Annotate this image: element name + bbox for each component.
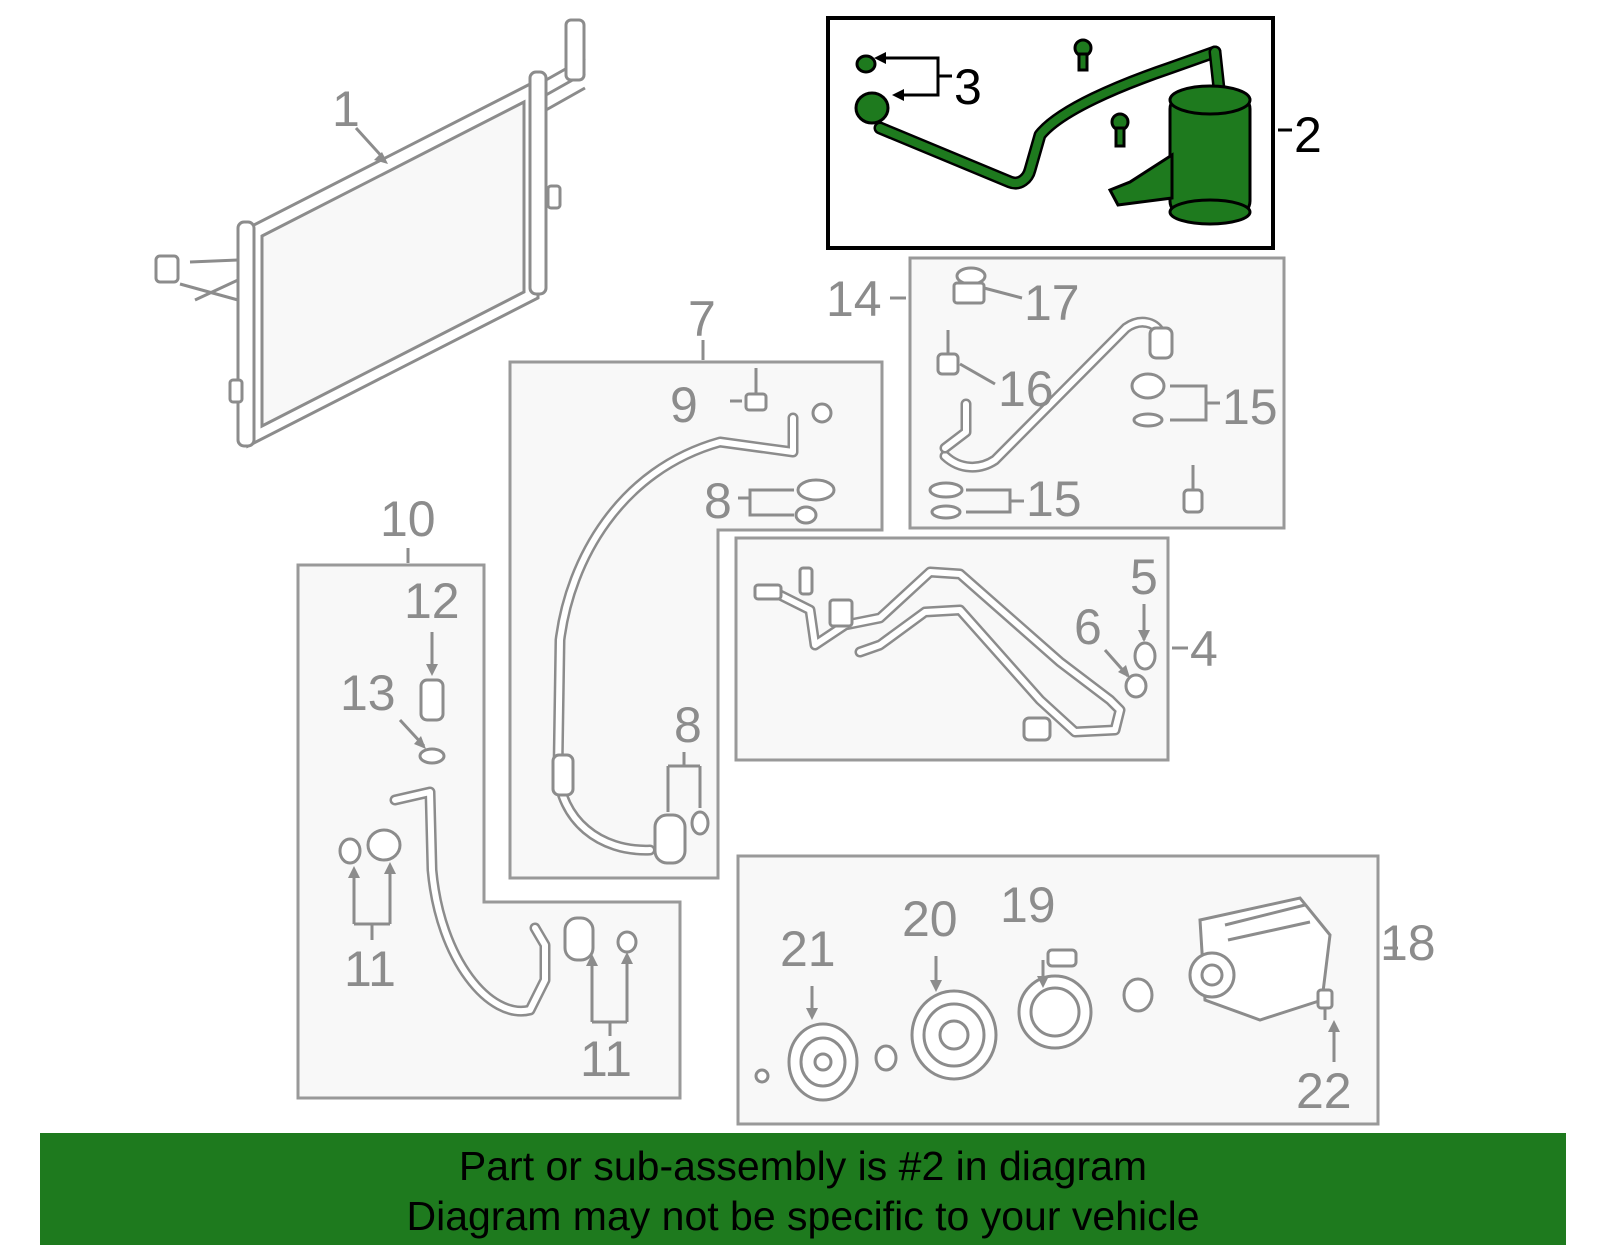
callout-18[interactable]: 18 bbox=[1380, 915, 1436, 971]
callout-11b[interactable]: 11 bbox=[580, 1031, 632, 1087]
callout-1[interactable]: 1 bbox=[332, 81, 360, 137]
box-part-10 bbox=[296, 563, 682, 1100]
callout-12[interactable]: 12 bbox=[404, 573, 460, 629]
part-4-hose-assembly[interactable] bbox=[753, 566, 1157, 742]
callout-19[interactable]: 19 bbox=[1000, 877, 1056, 933]
leader-2 bbox=[874, 52, 1292, 132]
part-10-hose-assembly[interactable] bbox=[338, 678, 638, 1017]
callout-11a[interactable]: 11 bbox=[344, 941, 396, 997]
callout-14[interactable]: 14 bbox=[826, 271, 882, 327]
callout-4[interactable]: 4 bbox=[1190, 621, 1218, 677]
callout-3[interactable]: 3 bbox=[954, 59, 982, 115]
banner-line-2: Diagram may not be specific to your vehi… bbox=[406, 1193, 1200, 1239]
part-2-accumulator-hose[interactable] bbox=[854, 38, 1252, 226]
callout-5[interactable]: 5 bbox=[1130, 549, 1158, 605]
part-7-hose-assembly[interactable] bbox=[551, 368, 836, 865]
leader-7 bbox=[666, 340, 794, 812]
callout-20[interactable]: 20 bbox=[902, 891, 958, 947]
callout-15b[interactable]: 15 bbox=[1026, 471, 1082, 527]
leader-14 bbox=[890, 286, 1220, 514]
part-18-compressor[interactable] bbox=[754, 896, 1334, 1102]
callout-10[interactable]: 10 bbox=[380, 491, 436, 547]
part-14-tube-assembly[interactable] bbox=[928, 266, 1204, 520]
callout-15a[interactable]: 15 bbox=[1222, 379, 1278, 435]
callout-13[interactable]: 13 bbox=[340, 665, 396, 721]
ac-parts-diagram: 1 2 3 4 5 6 7 8 8 9 10 11 11 12 13 14 15… bbox=[154, 16, 1436, 1126]
callout-8a[interactable]: 8 bbox=[704, 473, 732, 529]
callout-8b[interactable]: 8 bbox=[674, 697, 702, 753]
callout-17[interactable]: 17 bbox=[1024, 275, 1080, 331]
callout-22[interactable]: 22 bbox=[1296, 1063, 1352, 1119]
info-banner: Part or sub-assembly is #2 in diagram Di… bbox=[40, 1133, 1566, 1245]
callout-21[interactable]: 21 bbox=[780, 921, 836, 977]
callout-9[interactable]: 9 bbox=[670, 377, 698, 433]
leader-1-arrow bbox=[374, 152, 388, 164]
leader-18 bbox=[806, 946, 1398, 1062]
leader-4 bbox=[1103, 604, 1188, 678]
callout-7[interactable]: 7 bbox=[688, 291, 716, 347]
callout-6[interactable]: 6 bbox=[1074, 599, 1102, 655]
callout-16[interactable]: 16 bbox=[998, 361, 1054, 417]
part-1-condenser[interactable] bbox=[154, 18, 586, 449]
banner-line-1: Part or sub-assembly is #2 in diagram bbox=[458, 1143, 1148, 1189]
leader-10 bbox=[348, 548, 633, 1036]
callout-2[interactable]: 2 bbox=[1294, 107, 1322, 163]
